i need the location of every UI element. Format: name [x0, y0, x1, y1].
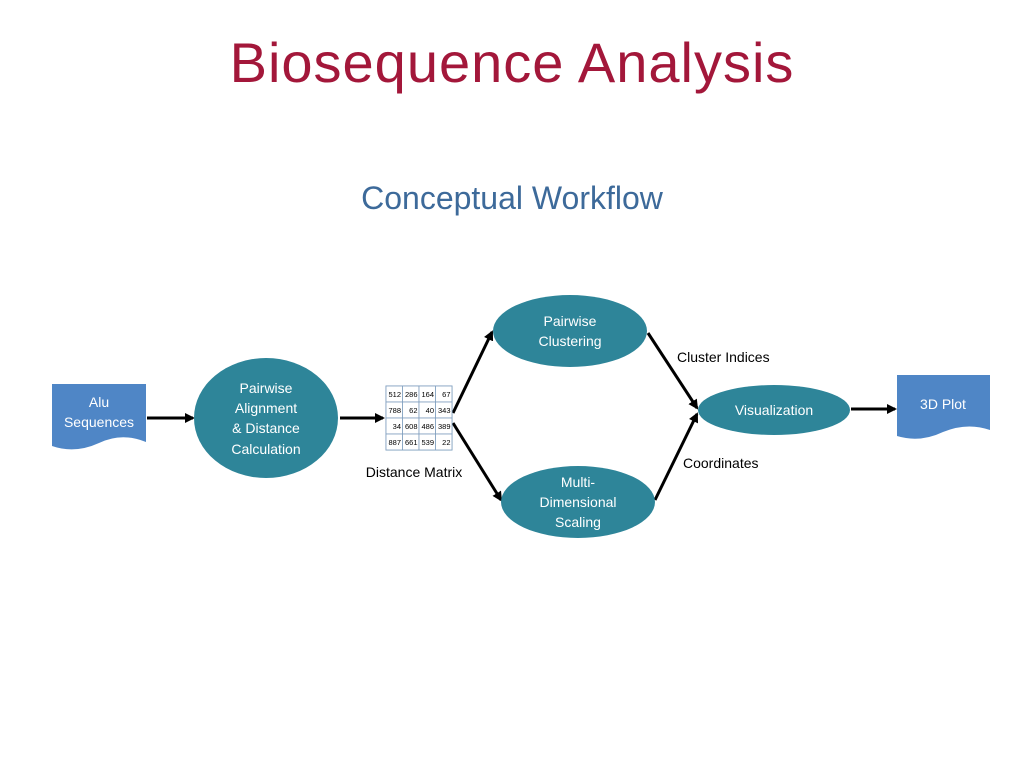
matrix-cell-value: 164	[421, 390, 434, 399]
cluster-indices-label: Cluster Indices	[677, 349, 770, 365]
matrix-cell-value: 608	[405, 422, 418, 431]
visualization-line-1: Visualization	[735, 402, 813, 418]
pairwise-alignment-line-2: Alignment	[235, 400, 297, 416]
pairwise-clustering-line-1: Pairwise	[544, 313, 597, 329]
pairwise-clustering-node: Pairwise Clustering	[493, 295, 647, 367]
arrow-clustering-to-visualization	[646, 332, 699, 410]
matrix-cell-value: 286	[405, 390, 418, 399]
mds-line-3: Scaling	[555, 514, 601, 530]
matrix-cell-value: 486	[421, 422, 434, 431]
matrix-cell-value: 661	[405, 438, 418, 447]
matrix-cell-value: 788	[388, 406, 401, 415]
matrix-cell	[435, 433, 453, 451]
arrows	[147, 330, 897, 502]
plot-3d-line-1: 3D Plot	[920, 396, 966, 412]
matrix-cell-value: 343	[438, 406, 451, 415]
alu-sequences-line-1: Alu	[89, 394, 109, 410]
coordinates-label: Coordinates	[683, 455, 759, 471]
matrix-cell-value: 512	[388, 390, 401, 399]
mds-node: Multi- Dimensional Scaling	[501, 466, 655, 538]
pairwise-alignment-line-1: Pairwise	[240, 380, 293, 396]
arrow-matrix-to-clustering	[451, 330, 494, 414]
pairwise-clustering-line-2: Clustering	[538, 333, 601, 349]
matrix-cell-value: 34	[393, 422, 401, 431]
mds-line-1: Multi-	[561, 474, 596, 490]
matrix-cell-value: 389	[438, 422, 451, 431]
slide-subtitle: Conceptual Workflow	[361, 180, 663, 216]
alu-sequences-line-2: Sequences	[64, 414, 134, 430]
slide-title: Biosequence Analysis	[229, 31, 795, 94]
matrix-cell-value: 887	[388, 438, 401, 447]
mds-line-2: Dimensional	[539, 494, 616, 510]
arrow-mds-to-visualization	[653, 412, 699, 501]
arrow-matrix-to-mds	[451, 422, 503, 502]
matrix-cell-value: 67	[442, 390, 450, 399]
pairwise-alignment-node: Pairwise Alignment & Distance Calculatio…	[194, 358, 338, 478]
visualization-node: Visualization	[698, 385, 850, 435]
matrix-cell-value: 539	[421, 438, 434, 447]
plot-3d-node: 3D Plot	[897, 375, 990, 439]
pairwise-alignment-line-3: & Distance	[232, 420, 300, 436]
pairwise-alignment-line-4: Calculation	[231, 441, 300, 457]
distance-matrix-label: Distance Matrix	[366, 464, 462, 480]
matrix-cell-value: 62	[409, 406, 417, 415]
alu-sequences-node: Alu Sequences	[52, 384, 146, 450]
matrix-cell-value: 22	[442, 438, 450, 447]
matrix-cell-value: 40	[426, 406, 434, 415]
